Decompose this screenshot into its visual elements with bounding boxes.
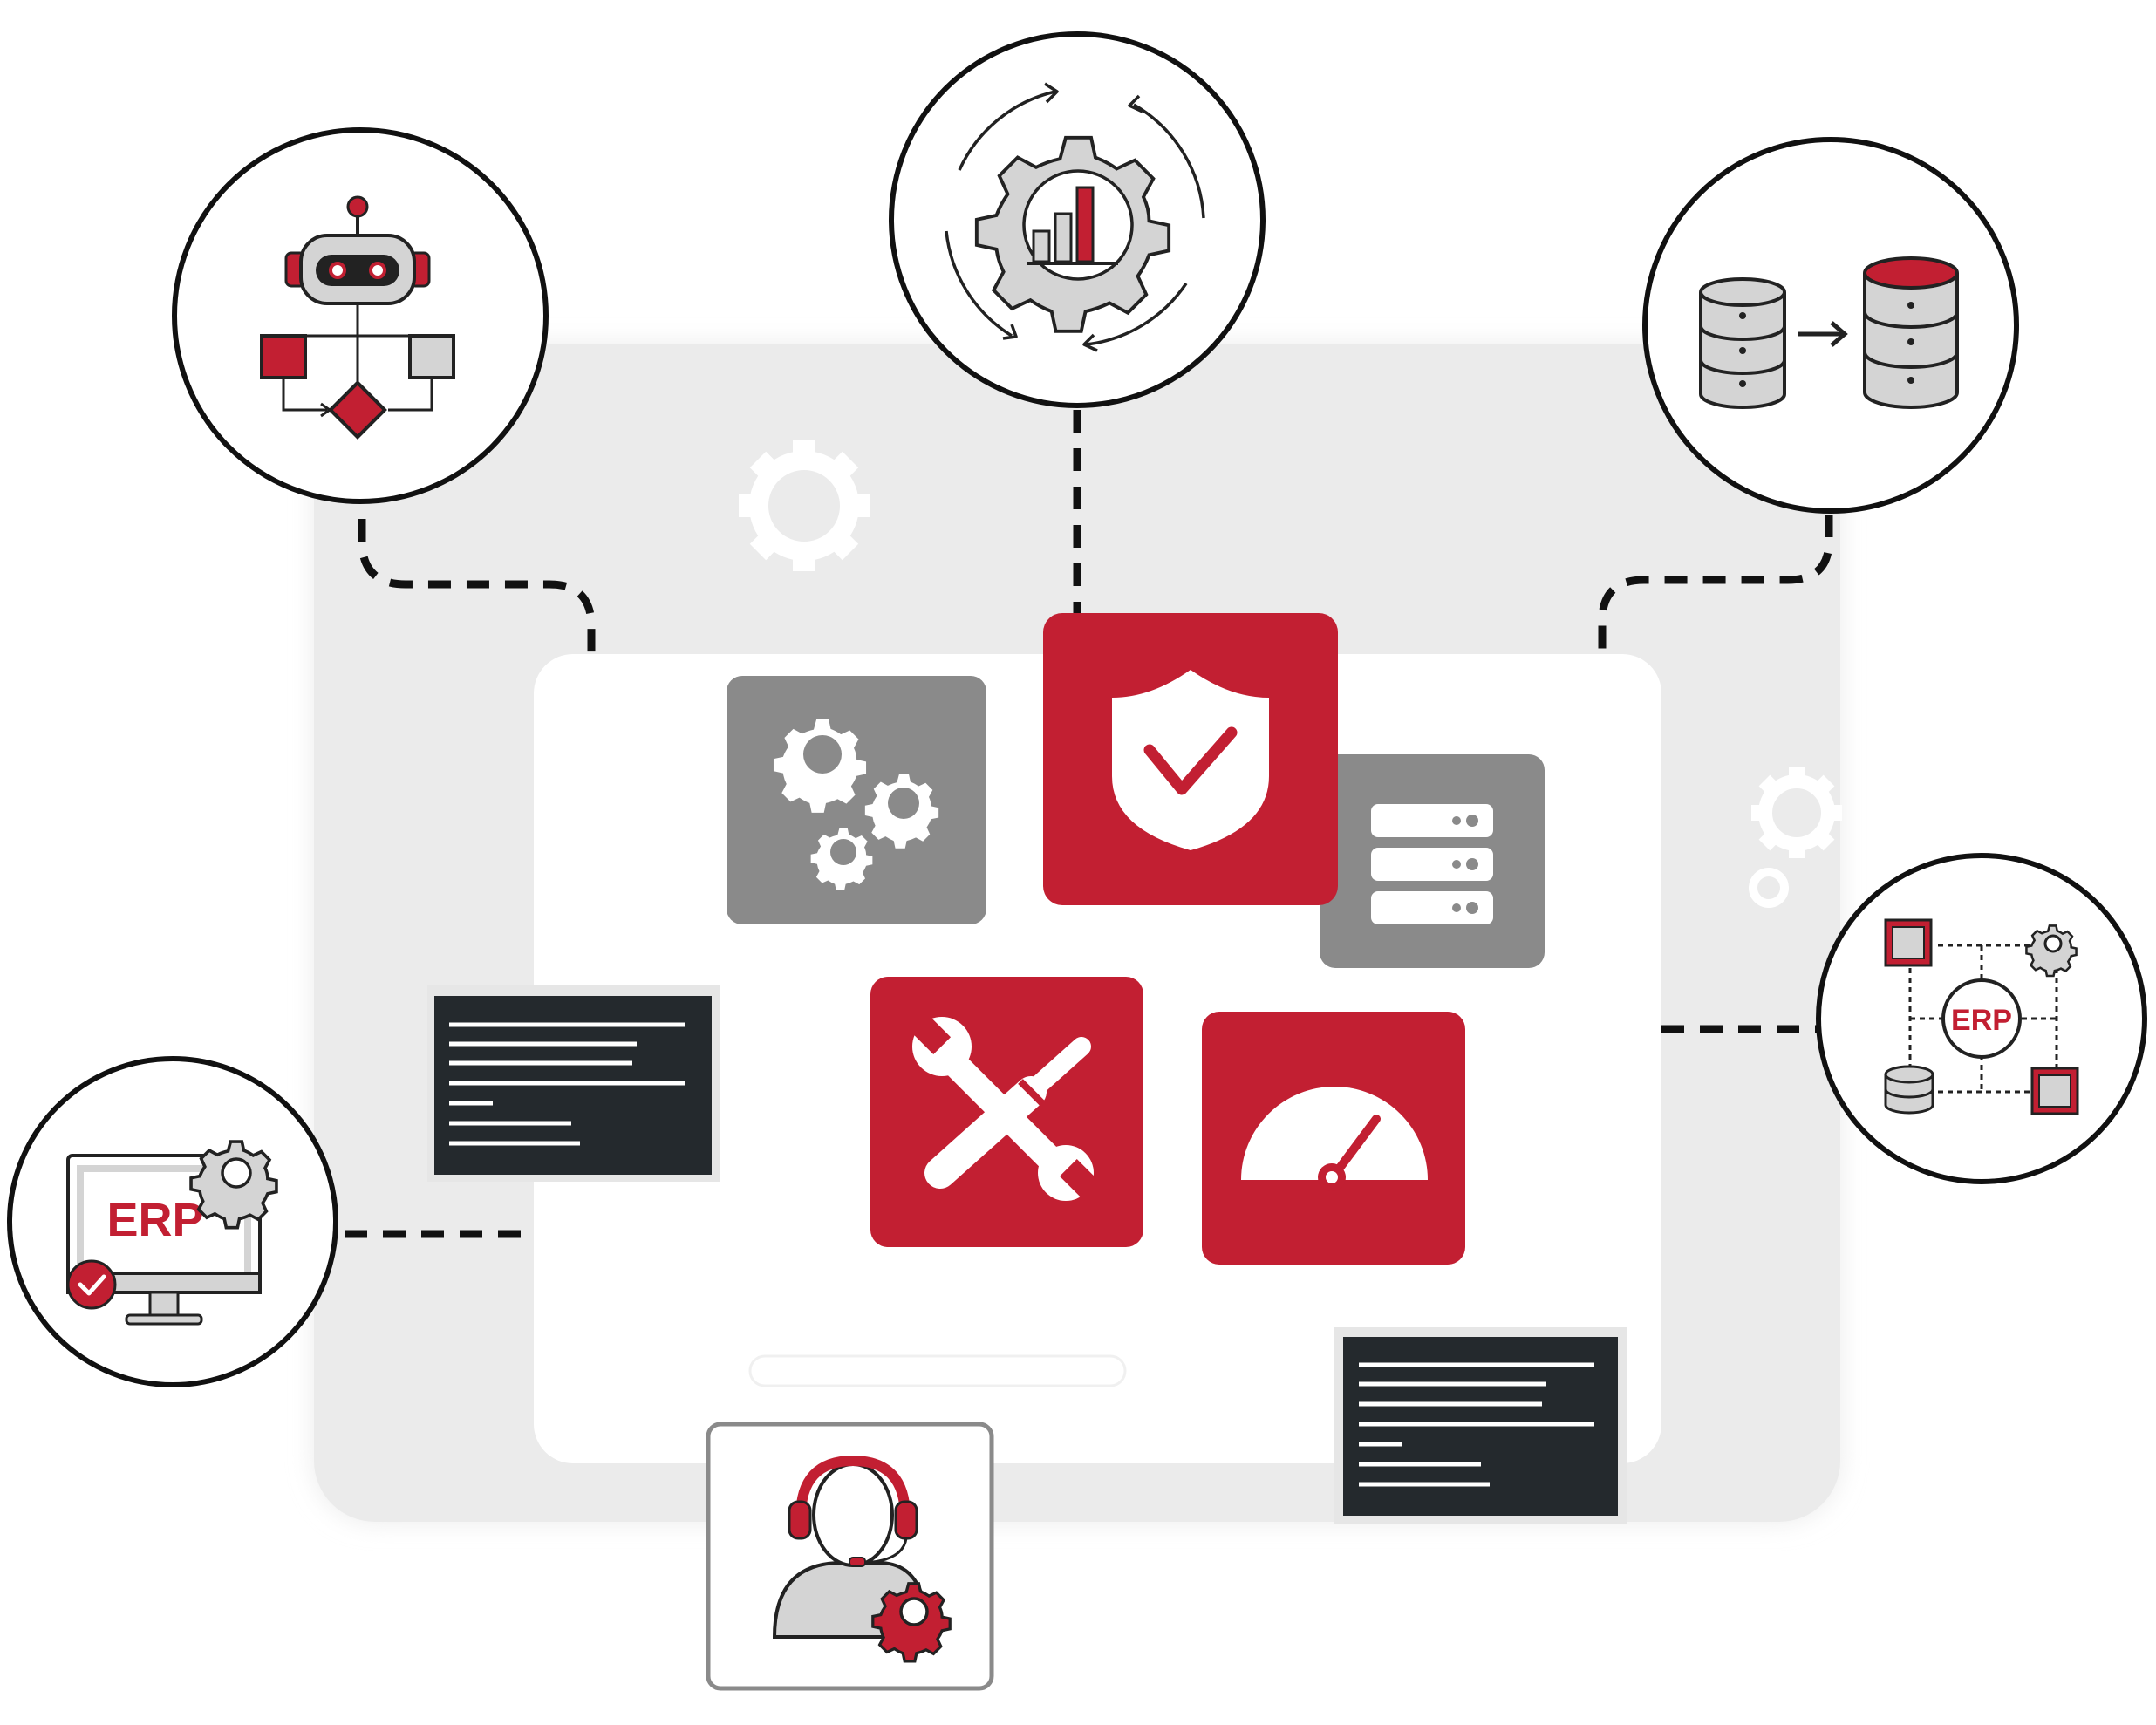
database-migration-icon (1699, 256, 1959, 409)
console-window-right (1334, 1327, 1627, 1524)
erp-monitor-icon: ERP (66, 1140, 278, 1326)
erp-network-label: ERP (1951, 1004, 2012, 1037)
server-tile (1320, 754, 1545, 968)
shield-check-tile-icon (1112, 670, 1269, 850)
faint-gear-small-icon (1749, 767, 1842, 908)
tools-tile (870, 977, 1143, 1247)
console-window-left (427, 985, 720, 1182)
robot-workflow-icon (260, 195, 455, 440)
support-agent-node (706, 1422, 994, 1691)
faint-gear-icon (739, 440, 870, 571)
gears-tile-icon (773, 719, 939, 890)
support-agent-icon (772, 1455, 952, 1663)
gears-tile (727, 676, 986, 924)
connector-lines (345, 410, 1833, 1238)
speedometer-tile-icon (1241, 1087, 1428, 1191)
erp-network-icon: ERP (1884, 918, 2079, 1115)
database-migration-node (1642, 137, 2019, 514)
tools-tile-icon (908, 1012, 1102, 1202)
progress-bar (748, 1354, 1127, 1388)
shield-tile (1043, 613, 1338, 905)
server-tile-icon (1371, 804, 1493, 924)
erp-monitor-label: ERP (106, 1194, 203, 1246)
gear-analytics-cycle-icon (945, 82, 1205, 352)
speedometer-tile (1202, 1012, 1465, 1265)
erp-network-node: ERP (1816, 853, 2147, 1184)
erp-monitor-node: ERP (7, 1056, 338, 1388)
robot-workflow-node (172, 127, 549, 504)
gear-analytics-node (889, 31, 1266, 408)
